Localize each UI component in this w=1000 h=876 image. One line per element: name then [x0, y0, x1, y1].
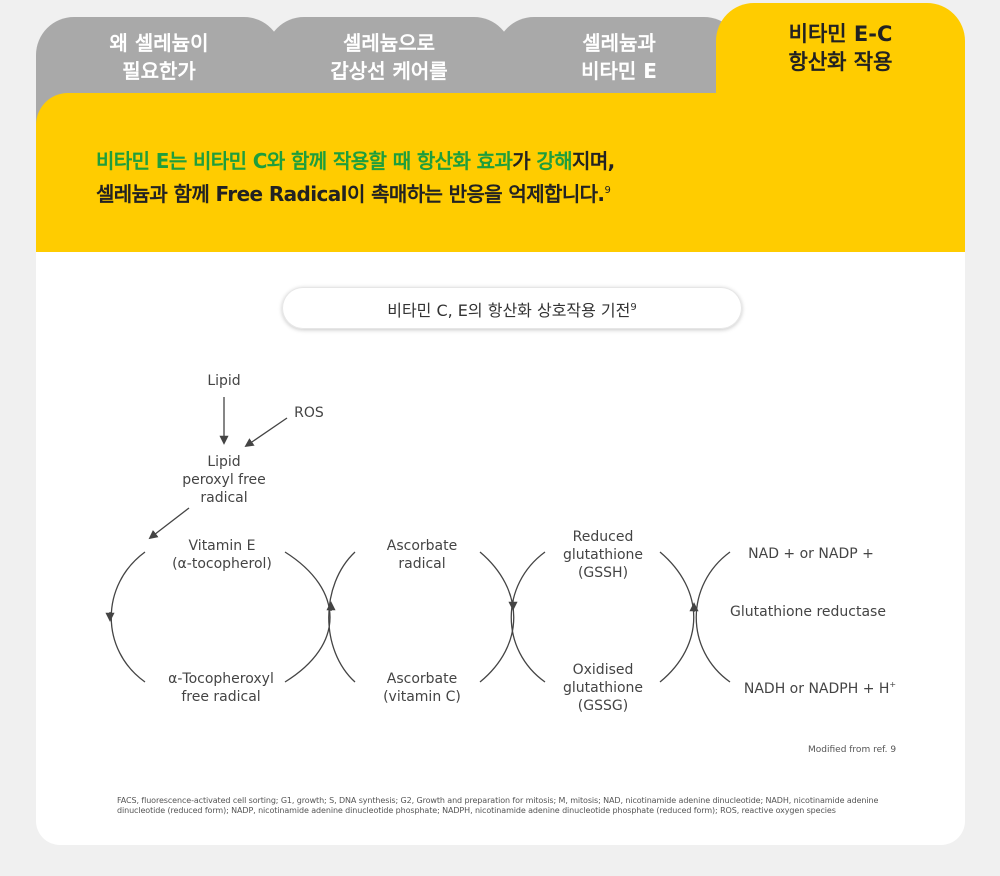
diagram-title-text: 비타민 C, E의 항산화 상호작용 기전: [387, 301, 631, 320]
headline-ref: 9: [604, 185, 611, 196]
arrow-peroxyl: [148, 507, 190, 540]
tab-label-line2: 항산화 작용: [788, 50, 893, 74]
content-card: [36, 252, 965, 845]
headline-text: 지며,: [572, 149, 615, 173]
arrow-ros: [244, 417, 288, 448]
diagram-title: 비타민 C, E의 항산화 상호작용 기전9: [282, 287, 742, 329]
label-lipid: Lipid: [207, 373, 241, 389]
headline-text: 가: [512, 149, 537, 173]
headline-line1: 비타민 E는 비타민 C와 함께 작용할 때 항산화 효과가 강해지며,: [96, 146, 615, 176]
label-ros: ROS: [294, 405, 324, 421]
headline-line2: 셀레늄과 함께 Free Radical이 촉매하는 반응을 억제합니다.9: [96, 176, 615, 209]
label-ascorbate: Ascorbate(vitamin C): [383, 671, 461, 705]
headline-highlight: 강해: [536, 149, 573, 173]
diagram-title-ref: 9: [630, 302, 637, 313]
tab-label-line2: 비타민 E: [581, 59, 657, 83]
headline-highlight: 비타민 E는 비타민 C와 함께 작용할 때 항산화 효과: [96, 149, 513, 173]
tab-label-line2: 필요한가: [122, 59, 196, 83]
arc-cycle2-left: [328, 551, 356, 683]
tab-label-line2: 갑상선 케어를: [330, 59, 448, 83]
tab-label-line1: 셀레늄과: [582, 31, 656, 55]
label-nad: NAD + or NADP +: [748, 546, 874, 562]
headline-text: 셀레늄과 함께 Free Radical이 촉매하는 반응을 억제합니다.: [96, 182, 605, 206]
footnote: FACS, fluorescence-activated cell sortin…: [117, 796, 879, 815]
arc-cycle3-right: [659, 551, 695, 683]
arc-cycle3-left: [510, 551, 546, 683]
arc-cycle1-right: [284, 551, 331, 683]
arc-cycle4-left: [695, 551, 731, 683]
tab-label-line1: 비타민 E-C: [788, 22, 893, 46]
header-panel: [36, 93, 965, 252]
label-glutathione-reductase: Glutathione reductase: [730, 604, 886, 620]
tab-label-line1: 왜 셀레늄이: [109, 31, 209, 55]
arc-cycle2-right: [479, 551, 515, 683]
tab-label-line1: 셀레늄으로: [343, 31, 435, 55]
label-vitamin-e: Vitamin E(α-tocopherol): [172, 538, 272, 572]
label-nadh: NADH or NADPH + H+: [743, 680, 897, 697]
arc-vitamin-e-left: [110, 551, 146, 683]
source-note: Modified from ref. 9: [808, 745, 897, 755]
headline: 비타민 E는 비타민 C와 함께 작용할 때 항산화 효과가 강해지며, 셀레늄…: [96, 146, 615, 209]
